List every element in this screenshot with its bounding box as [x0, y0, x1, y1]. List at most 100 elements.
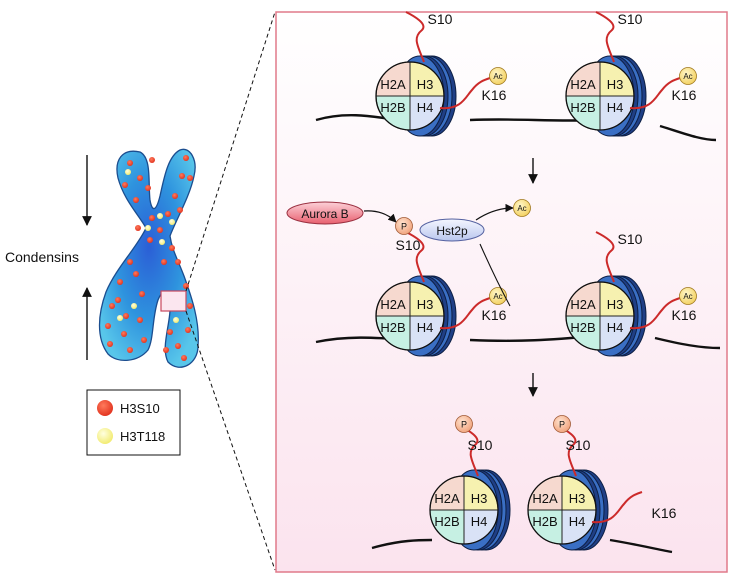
hst2p-label: Hst2p: [436, 224, 468, 238]
hst2p-arrow-to-ac: [475, 203, 514, 221]
h3s10-dot: [135, 225, 141, 231]
k16-label: K16: [482, 87, 507, 103]
h4-tail: [439, 77, 491, 110]
h3s10-dot: [177, 207, 183, 213]
h3t118-dot: [169, 219, 175, 225]
k16-to-ac-curve: [479, 243, 511, 307]
h3s10-dot: [161, 259, 167, 265]
h3s10-dot: [175, 343, 181, 349]
h3s10-dot: [117, 279, 123, 285]
acetyl-label: Ac: [683, 292, 692, 301]
h3s10-dot: [139, 291, 145, 297]
h3s10-dot: [172, 193, 178, 199]
k16-label: K16: [482, 307, 507, 323]
ac-icon: [513, 199, 531, 217]
k16-label: K16: [652, 505, 677, 521]
acetyl-label: Ac: [493, 72, 502, 81]
h4-label: H4: [607, 320, 624, 335]
h3s10-dot: [133, 197, 139, 203]
s10-label: S10: [468, 437, 493, 453]
h3s10-dot: [105, 323, 111, 329]
h3s10-dot: [163, 347, 169, 353]
h3s10-dot: [121, 331, 127, 337]
histone-octamer-outline: [429, 475, 499, 545]
h3s10-dot: [149, 157, 155, 163]
chromosome: [98, 148, 199, 368]
h3-label: H3: [417, 297, 434, 312]
histone-octamer-outline: [375, 61, 445, 131]
h3t118-dot: [117, 315, 123, 321]
aurora-b: Aurora B: [286, 201, 364, 225]
h3s10-dot: [187, 303, 193, 309]
k16-label: K16: [672, 87, 697, 103]
h3-label: H3: [607, 77, 624, 92]
h3s10-dot: [169, 245, 175, 251]
h4-tail: [591, 491, 643, 524]
aurora-b-arrow: [363, 210, 397, 223]
acetyl-label: Ac: [493, 292, 502, 301]
left-panel: Condensins H3S10 H3T118: [5, 11, 276, 571]
h3-tail: [595, 231, 615, 283]
h4-label: H4: [417, 320, 434, 335]
h4-label: H4: [607, 100, 624, 115]
acetyl-label: Ac: [683, 72, 692, 81]
h3-label: H3: [471, 491, 488, 506]
phospho-label: P: [559, 420, 565, 430]
h3s10-dot: [175, 259, 181, 265]
h3s10-dot: [185, 327, 191, 333]
h4-tail: [629, 297, 681, 330]
h3s10-dot: [179, 173, 185, 179]
h3t118-dot: [157, 213, 163, 219]
legend-h3s10-swatch: [97, 400, 113, 416]
h3t118-dot: [131, 303, 137, 309]
histone-octamer-outline: [565, 281, 635, 351]
h3t118-dot: [173, 317, 179, 323]
h3s10-dot: [107, 341, 113, 347]
s10-label: S10: [396, 237, 421, 253]
chromosome-body: [98, 148, 199, 368]
h3t118-dot: [125, 169, 131, 175]
zoom-line-bottom: [185, 310, 276, 571]
h2a-label: H2A: [434, 491, 460, 506]
h2b-label: H2B: [380, 320, 405, 335]
legend-h3s10-label: H3S10: [120, 401, 160, 416]
p-label: P: [401, 222, 407, 232]
h3s10-dot: [109, 303, 115, 309]
histone-octamer-outline: [527, 475, 597, 545]
dna-strand-3: [371, 538, 673, 554]
h3-label: H3: [417, 77, 434, 92]
h3s10-dot: [145, 185, 151, 191]
acetyl-icon: [489, 67, 507, 85]
h3s10-dot: [122, 182, 128, 188]
h2b-label: H2B: [532, 514, 557, 529]
h3-tail: [405, 231, 425, 283]
h3s10-dot: [137, 175, 143, 181]
h3s10-dot: [127, 160, 133, 166]
phospho-icon: [553, 415, 571, 433]
h2a-label: H2A: [570, 297, 596, 312]
h3s10-dot: [147, 237, 153, 243]
condensins-label: Condensins: [5, 249, 79, 265]
ac-label: Ac: [517, 204, 526, 213]
legend-box: [86, 389, 181, 456]
h2a-label: H2A: [380, 77, 406, 92]
phospho-icon: [455, 415, 473, 433]
s10-label: S10: [428, 11, 453, 27]
h4-tail: [629, 77, 681, 110]
h4-label: H4: [417, 100, 434, 115]
s10-label: S10: [618, 231, 643, 247]
aurora-b-shape: [286, 201, 364, 225]
h2b-label: H2B: [434, 514, 459, 529]
s10-label: S10: [618, 11, 643, 27]
h3s10-dot: [127, 259, 133, 265]
h3t118-dot: [145, 225, 151, 231]
s10-label: S10: [566, 437, 591, 453]
h2a-label: H2A: [570, 77, 596, 92]
h3s10-dot: [137, 317, 143, 323]
